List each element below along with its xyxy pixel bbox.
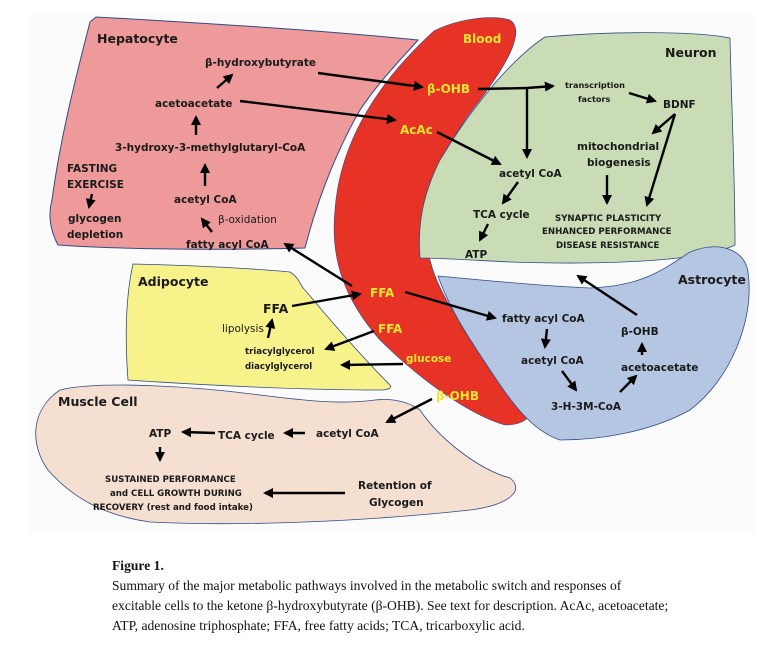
arrow-fasting-to-glycogen	[85, 193, 96, 209]
arrow-bdnf-to-outcomes	[644, 113, 677, 207]
neu-factors-label: factors	[578, 94, 611, 104]
blood-bhb-bottom: β-OHB	[436, 389, 479, 403]
adi-dag-node: diacylglycerol	[245, 362, 312, 372]
adi-ffa-node: FFA	[263, 301, 289, 316]
neuron-title: Neuron	[665, 45, 717, 60]
hep-exercise-label: EXERCISE	[67, 179, 124, 191]
figure-caption: Figure 1. Summary of the major metabolic…	[112, 556, 672, 636]
hep-acetyl-coa-node: acetyl CoA	[174, 194, 237, 206]
blood-ffa-1: FFA	[370, 286, 395, 300]
hep-hmg-coa-node: 3-hydroxy-3-methylglutaryl-CoA	[115, 142, 306, 154]
neu-acetyl-coa-node: acetyl CoA	[499, 168, 562, 180]
adipocyte-title: Adipocyte	[138, 274, 208, 289]
mus-outcome-1: SUSTAINED PERFORMANCE	[105, 475, 236, 485]
blood-glucose: glucose	[406, 353, 451, 365]
ast-acetoacetate-node: acetoacetate	[621, 362, 698, 374]
arrow-blood-bhb-to-muscle	[385, 397, 433, 424]
ast-bhb-node: β-OHB	[621, 326, 659, 338]
neu-bdnf-node: BDNF	[663, 99, 696, 111]
muscle-cell-title: Muscle Cell	[58, 394, 138, 409]
blood-ffa-2: FFA	[378, 322, 403, 336]
arrow-blood-ffa-to-hep	[283, 242, 353, 288]
arrow-neu-tca-to-atp	[478, 223, 490, 242]
arrow-neu-acetylcoa-to-tca	[501, 181, 519, 205]
adipocyte-region	[125, 263, 391, 391]
neu-atp-node: ATP	[465, 249, 487, 261]
neu-tca-node: TCA cycle	[473, 209, 530, 221]
caption-title: Figure 1.	[112, 558, 164, 573]
blood-title: Blood	[463, 32, 501, 46]
hep-acetoacetate-node: acetoacetate	[155, 98, 232, 110]
arrow-mus-tca-to-atp	[180, 427, 216, 438]
mus-retention-2: Glycogen	[369, 497, 424, 509]
arrow-ast-hmg-to-acetoacetate	[619, 374, 638, 393]
hep-fasting-label: FASTING	[67, 163, 117, 175]
neuron-region	[418, 32, 736, 264]
astrocyte-region	[437, 246, 750, 441]
mus-outcome-2: and CELL GROWTH DURING	[110, 489, 242, 499]
caption-text: Summary of the major metabolic pathways …	[112, 578, 669, 633]
mus-outcome-3: RECOVERY (rest and food intake)	[93, 503, 253, 513]
neu-outcome-3: DISEASE RESISTANCE	[556, 241, 660, 251]
arrow-bdnf-to-mito	[651, 113, 676, 135]
arrow-acac-to-bhb	[216, 73, 234, 89]
mus-atp-node: ATP	[149, 428, 171, 440]
mus-retention-1: Retention of	[358, 480, 432, 492]
neu-transcription-label: transcription	[565, 80, 625, 90]
hep-depletion-label: depletion	[67, 229, 123, 241]
astrocyte-title: Astrocyte	[678, 272, 746, 287]
adi-tag-node: triacylglycerol	[245, 347, 314, 357]
arrow-tag-to-ffa	[265, 318, 276, 339]
arrow-ast-bhb-to-neuron	[576, 274, 638, 317]
arrow-glucose-to-dag	[339, 359, 404, 370]
neu-outcome-1: SYNAPTIC PLASTICITY	[555, 214, 662, 224]
mus-tca-node: TCA cycle	[218, 430, 275, 442]
hep-beta-oxidation-label: β-oxidation	[218, 214, 277, 226]
arrow-hep-acac-to-blood	[239, 99, 398, 125]
hep-bhb-node: β-hydroxybutyrate	[205, 57, 316, 69]
arrow-acac-to-neuron-acetylcoa	[436, 130, 502, 166]
mus-acetyl-coa-node: acetyl CoA	[316, 428, 379, 440]
ast-acetyl-coa-node: acetyl CoA	[521, 355, 584, 367]
ast-fatty-acyl-coa-node: fatty acyl CoA	[502, 313, 586, 325]
blood-bhb-top: β-OHB	[427, 82, 470, 96]
neu-mito-label: mitochondrial	[577, 141, 659, 153]
adi-lipolysis-label: lipolysis	[222, 323, 264, 335]
arrow-ast-fattyacyl-to-acetylcoa	[540, 328, 551, 350]
arrow-fattyacyl-to-acetylcoa	[200, 217, 213, 233]
arrow-blood-ffa-to-ast	[404, 290, 497, 321]
arrow-blood-ffa-to-tag	[324, 329, 375, 351]
arrow-adi-ffa-to-blood	[291, 290, 362, 308]
ast-hmg-node: 3-H-3M-CoA	[551, 401, 622, 413]
hep-fatty-acyl-coa-node: fatty acyl CoA	[186, 239, 270, 251]
blood-acac: AcAc	[400, 123, 433, 137]
metabolic-pathways-diagram: Hepatocyte Blood Neuron Adipocyte Astroc…	[35, 16, 750, 525]
arrow-hep-bhb-to-blood	[317, 71, 424, 91]
arrow-transcription-to-bdnf	[628, 91, 657, 104]
hepatocyte-title: Hepatocyte	[97, 31, 178, 46]
arrow-ast-acetylcoa-to-hmg	[561, 370, 578, 392]
neu-biogenesis-label: biogenesis	[587, 157, 651, 169]
hep-glycogen-label: glycogen	[68, 213, 122, 225]
neu-outcome-2: ENHANCED PERFORMANCE	[542, 227, 672, 237]
